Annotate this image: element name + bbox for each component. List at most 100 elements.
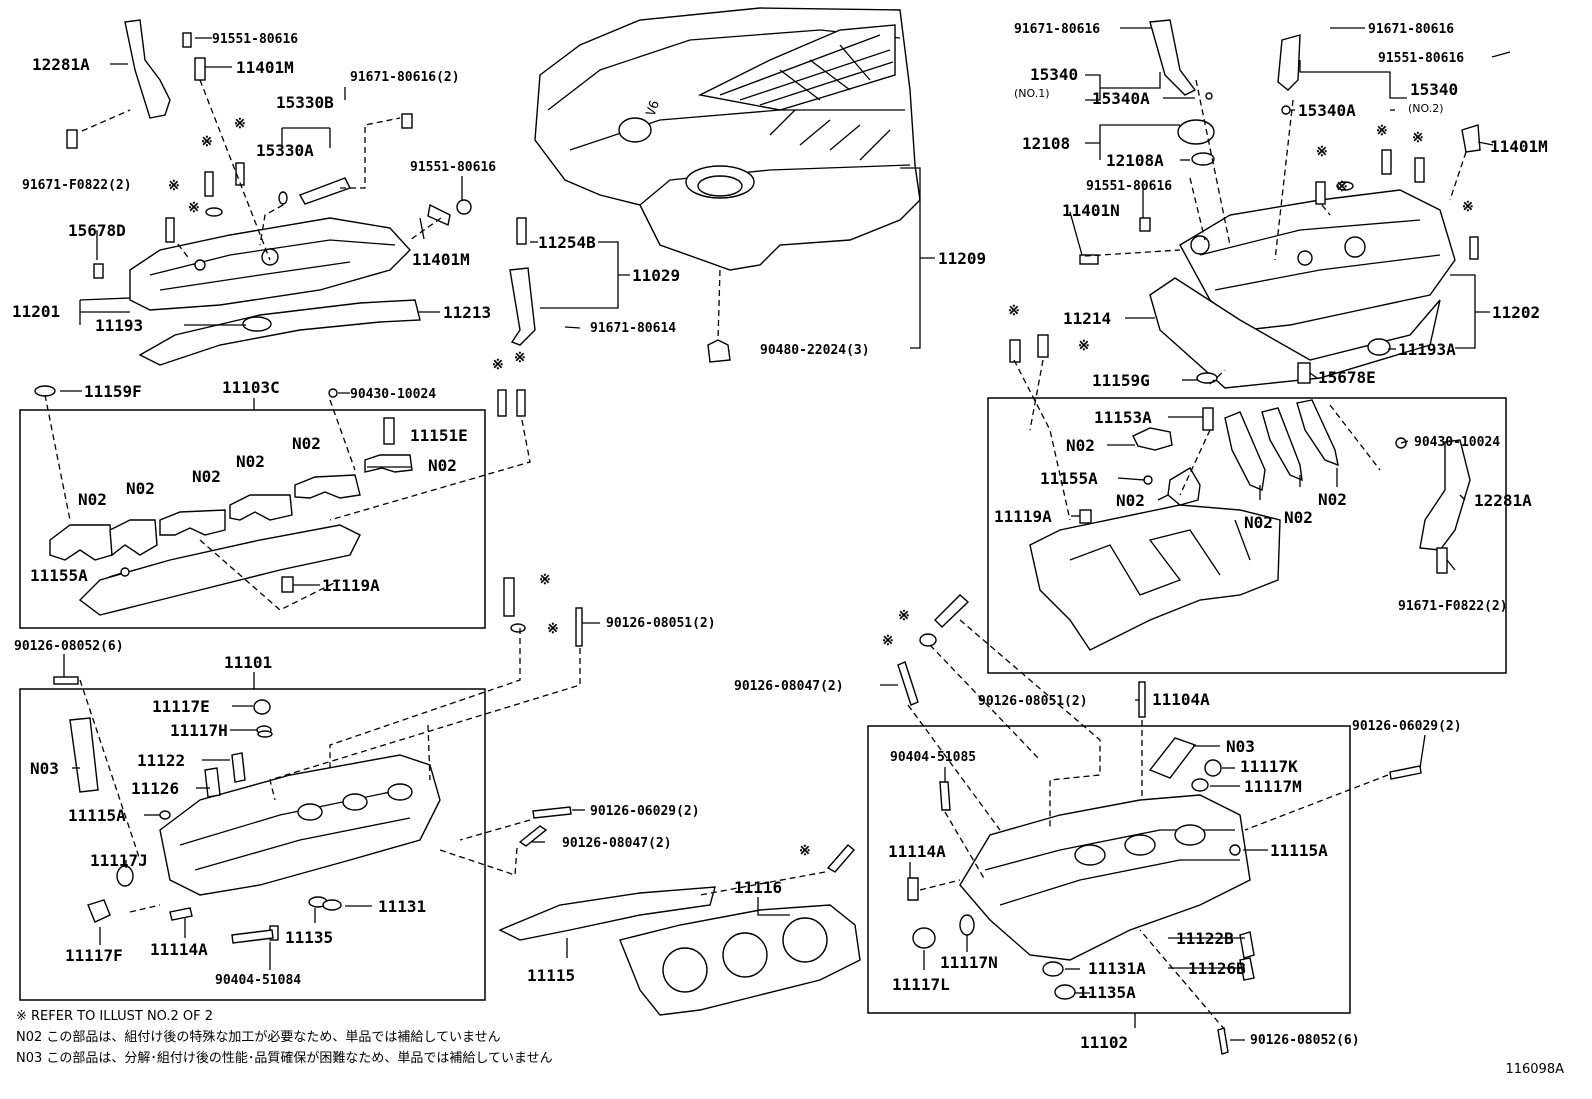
n-code-labels: N02 N02 N02 N02 N02 N02 N02 N02 N02 N02 … xyxy=(30,434,1347,778)
label-11126B: 11126B xyxy=(1188,959,1246,978)
label-91671-80616-r2: 91671-80616 xyxy=(1368,22,1454,37)
reference-mark: ※ xyxy=(168,178,180,194)
reference-mark: ※ xyxy=(898,608,910,624)
label-91671-80616-r1: 91671-80616 xyxy=(1014,22,1100,37)
label-11401N: 11401N xyxy=(1062,201,1120,220)
bracket-11029 xyxy=(509,267,536,346)
label-90126-08051-2-left: 90126-08051(2) xyxy=(606,616,716,631)
label-11104A: 11104A xyxy=(1152,690,1210,709)
n02-label: N02 xyxy=(428,456,457,475)
cylinder-head-cover-left xyxy=(129,217,411,311)
label-11101: 11101 xyxy=(224,653,272,672)
camshaft-bearing-caps-left xyxy=(49,454,413,616)
n02-label: N02 xyxy=(1284,508,1313,527)
label-11126: 11126 xyxy=(131,779,179,798)
dashed-installation-lines xyxy=(44,79,1467,1031)
reference-mark: ※ xyxy=(882,633,894,649)
reference-mark: ※ xyxy=(1078,338,1090,354)
label-11117M: 11117M xyxy=(1244,777,1302,796)
label-11115: 11115 xyxy=(527,966,575,985)
reference-mark: ※ xyxy=(234,116,246,132)
label-91551-80616: 91551-80616 xyxy=(212,32,298,47)
label-90126-06029-2-mid: 90126-06029(2) xyxy=(590,804,700,819)
n03-label: N03 xyxy=(1226,737,1255,756)
label-11155A-right: 11155A xyxy=(1040,469,1098,488)
label-11117N: 11117N xyxy=(940,953,998,972)
label-11213: 11213 xyxy=(443,303,491,322)
label-90126-08047-2-mid: 90126-08047(2) xyxy=(562,836,672,851)
label-11114A-left: 11114A xyxy=(150,940,208,959)
bracket-12281A-right xyxy=(1419,439,1471,551)
cylinder-head-left xyxy=(69,699,441,923)
label-11117K: 11117K xyxy=(1240,757,1298,776)
label-90404-51084: 90404-51084 xyxy=(215,973,301,988)
label-11114A-right: 11114A xyxy=(888,842,946,861)
label-no1: (NO.1) xyxy=(1014,87,1050,100)
label-11115A-left: 11115A xyxy=(68,806,126,825)
label-11135A: 11135A xyxy=(1078,983,1136,1002)
bolts-and-sensors xyxy=(34,19,1481,1055)
label-11202: 11202 xyxy=(1492,303,1540,322)
camshaft-bearing-cap-group-right xyxy=(987,397,1507,674)
label-90430-10024-left: 90430-10024 xyxy=(350,387,436,402)
seal-ring-11193 xyxy=(242,316,272,332)
n02-label: N02 xyxy=(1066,436,1095,455)
label-91551-80616-r3: 91551-80616 xyxy=(1086,179,1172,194)
label-11254B: 11254B xyxy=(538,233,596,252)
label-11029: 11029 xyxy=(632,266,680,285)
label-11201: 11201 xyxy=(12,302,60,321)
label-11131: 11131 xyxy=(378,897,426,916)
label-91671-80616-2: 91671-80616(2) xyxy=(350,70,460,85)
camshaft-bearing-cap-group-left xyxy=(19,409,486,629)
label-15340A-a: 15340A xyxy=(1092,89,1150,108)
label-11193A: 11193A xyxy=(1398,340,1456,359)
reference-mark: ※ xyxy=(188,200,200,216)
label-11155A-left: 11155A xyxy=(30,566,88,585)
label-12108A: 12108A xyxy=(1106,151,1164,170)
n02-label: N02 xyxy=(1116,491,1145,510)
reference-mark: ※ xyxy=(1008,303,1020,319)
label-11401M: 11401M xyxy=(236,58,294,77)
cylinder-head-right xyxy=(907,737,1255,1000)
label-11116: 11116 xyxy=(734,878,782,897)
label-11151E: 11151E xyxy=(410,426,468,445)
label-11122B: 11122B xyxy=(1176,929,1234,948)
cylinder-head-gasket-right xyxy=(619,904,861,1016)
n02-label: N02 xyxy=(78,490,107,509)
label-91671-F0822-2-left: 91671-F0822(2) xyxy=(22,178,132,193)
label-90126-08051-2-r: 90126-08051(2) xyxy=(978,694,1088,709)
seal-ring-11193A xyxy=(1367,338,1391,356)
label-11159F: 11159F xyxy=(84,382,142,401)
label-11401M-b: 11401M xyxy=(412,250,470,269)
label-11193: 11193 xyxy=(95,316,143,335)
footnotes: ※ REFER TO ILLUST NO.2 OF 2 N02 この部品は、組付… xyxy=(16,1006,553,1069)
label-11119A-right: 11119A xyxy=(994,507,1052,526)
reference-mark: ※ xyxy=(539,572,551,588)
label-91671-80614: 91671-80614 xyxy=(590,321,676,336)
n02-label: N02 xyxy=(1318,490,1347,509)
label-11122: 11122 xyxy=(137,751,185,770)
label-90126-06029-2-r: 90126-06029(2) xyxy=(1352,719,1462,734)
footnote-reference: ※ REFER TO ILLUST NO.2 OF 2 xyxy=(16,1009,214,1024)
label-12281A-left: 12281A xyxy=(32,55,90,74)
reference-mark: ※ xyxy=(514,350,526,366)
label-11209: 11209 xyxy=(938,249,986,268)
cylinder-head-gasket-left xyxy=(498,886,716,941)
label-90126-08052-6-left: 90126-08052(6) xyxy=(14,639,124,654)
reference-mark: ※ xyxy=(201,134,213,150)
bracket-12281A-left xyxy=(124,19,171,119)
reference-mark: ※ xyxy=(1462,199,1474,215)
n02-label: N02 xyxy=(192,467,221,486)
label-11117F: 11117F xyxy=(65,946,123,965)
label-11401M-r: 11401M xyxy=(1490,137,1548,156)
reference-mark: ※ xyxy=(492,357,504,373)
label-91551-80616-b: 91551-80616 xyxy=(410,160,496,175)
svg-text:V6: V6 xyxy=(644,99,663,119)
reference-mark: ※ xyxy=(1376,123,1388,139)
cylinder-head-group-right xyxy=(867,725,1351,1014)
label-15340-b: 15340 xyxy=(1410,80,1458,99)
footnote-n03: N03 この部品は、分解･組付け後の性能･品質確保が困難なため、単品では補給して… xyxy=(16,1051,553,1066)
label-15678D: 15678D xyxy=(68,221,126,240)
n03-label: N03 xyxy=(30,759,59,778)
label-90404-51085: 90404-51085 xyxy=(890,750,976,765)
